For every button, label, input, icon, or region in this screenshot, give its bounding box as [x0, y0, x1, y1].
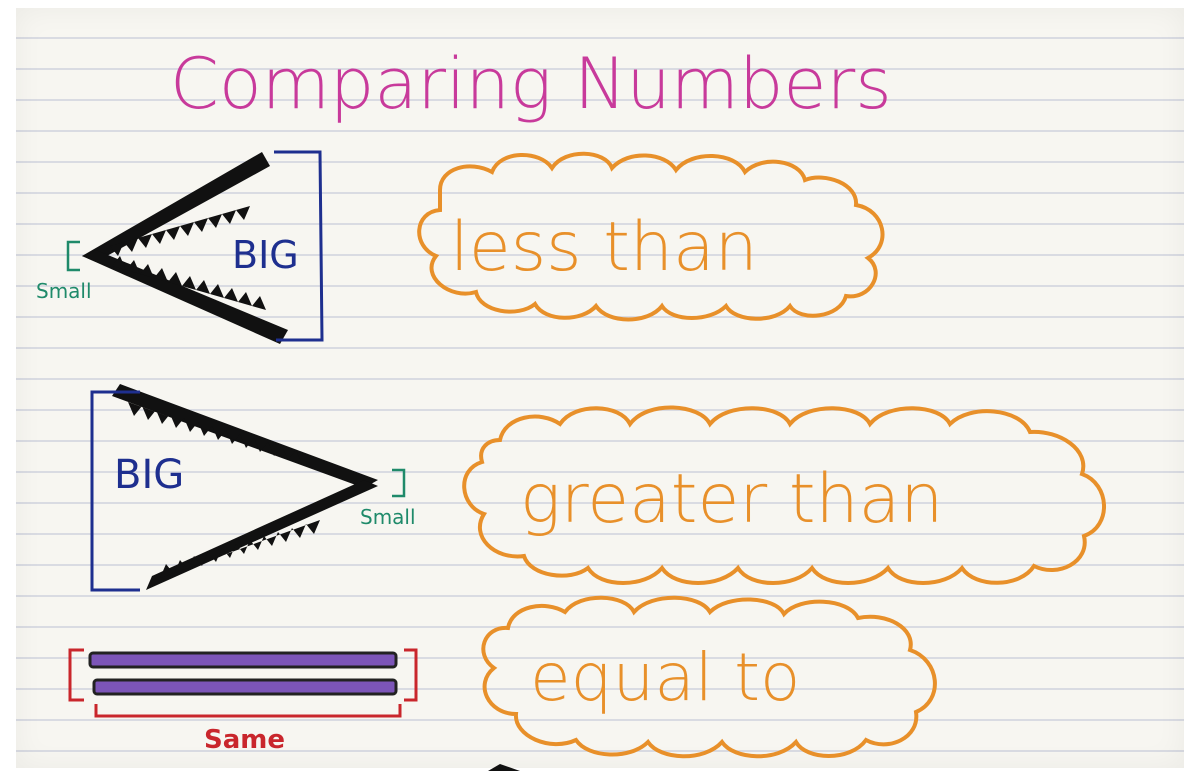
equal-same-label: Same: [204, 725, 285, 755]
less-than-jaw-top: [82, 152, 270, 262]
cut-off-mark: [488, 764, 520, 771]
equal-to-cloud: equal to: [481, 595, 937, 759]
less-than-symbol: BIG Small: [36, 150, 324, 344]
less-than-small-bracket: [66, 240, 80, 272]
less-than-jaw-bottom: [82, 250, 288, 344]
greater-than-symbol: BIG Small: [90, 384, 416, 592]
greater-than-cloud-outline: [462, 405, 1106, 585]
equal-bar-top: [88, 651, 398, 669]
greater-than-big-label: BIG: [114, 452, 184, 498]
equal-to-symbol: Same: [68, 648, 418, 755]
equal-same-bracket: [94, 704, 402, 718]
greater-than-cloud: greater than: [462, 405, 1106, 585]
greater-than-jaw-top: [112, 384, 378, 488]
greater-than-phrase: greater than: [520, 460, 943, 539]
greater-than-jaw-bottom: [146, 480, 378, 590]
equal-bar-bottom: [92, 678, 398, 696]
greater-than-big-bracket: [90, 390, 140, 592]
less-than-big-label: BIG: [232, 233, 299, 277]
greater-than-teeth-bottom: [160, 520, 320, 578]
greater-than-small-label: Small: [360, 505, 416, 529]
equal-to-phrase: equal to: [530, 639, 800, 716]
equal-to-cloud-outline: [481, 595, 937, 759]
less-than-phrase: less than: [450, 208, 758, 287]
equal-right-bracket: [404, 648, 418, 702]
less-than-small-label: Small: [36, 279, 92, 303]
lined-chart-paper: [16, 8, 1184, 768]
less-than-teeth-top: [110, 206, 250, 256]
less-than-teeth-bottom: [112, 256, 266, 310]
less-than-cloud-outline: [417, 151, 885, 322]
equal-left-bracket: [68, 648, 84, 702]
chart-title: Comparing Numbers: [170, 43, 892, 125]
greater-than-teeth-top: [128, 402, 302, 464]
less-than-big-bracket: [274, 150, 324, 342]
greater-than-small-bracket: [392, 468, 406, 498]
less-than-cloud: less than: [417, 151, 885, 322]
